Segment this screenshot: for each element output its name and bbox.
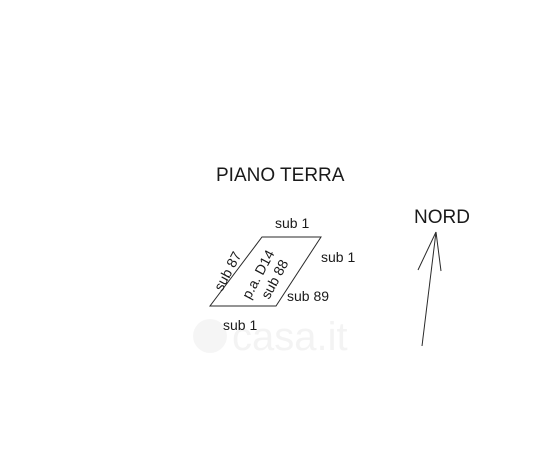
neighbor-bottom-right-label: sub 89 [287,288,329,304]
plan-title: PIANO TERRA [216,165,345,186]
neighbor-left-label: sub 87 [211,249,245,294]
north-arrow-icon [417,231,442,347]
unit-outline [208,236,322,307]
north-label: NORD [414,207,470,228]
neighbor-right-label: sub 1 [321,249,355,265]
neighbor-bottom-left-label: sub 1 [223,317,257,333]
watermark: casa.it [193,315,348,359]
neighbor-top-label: sub 1 [275,215,309,231]
watermark-text: casa.it [232,315,348,359]
